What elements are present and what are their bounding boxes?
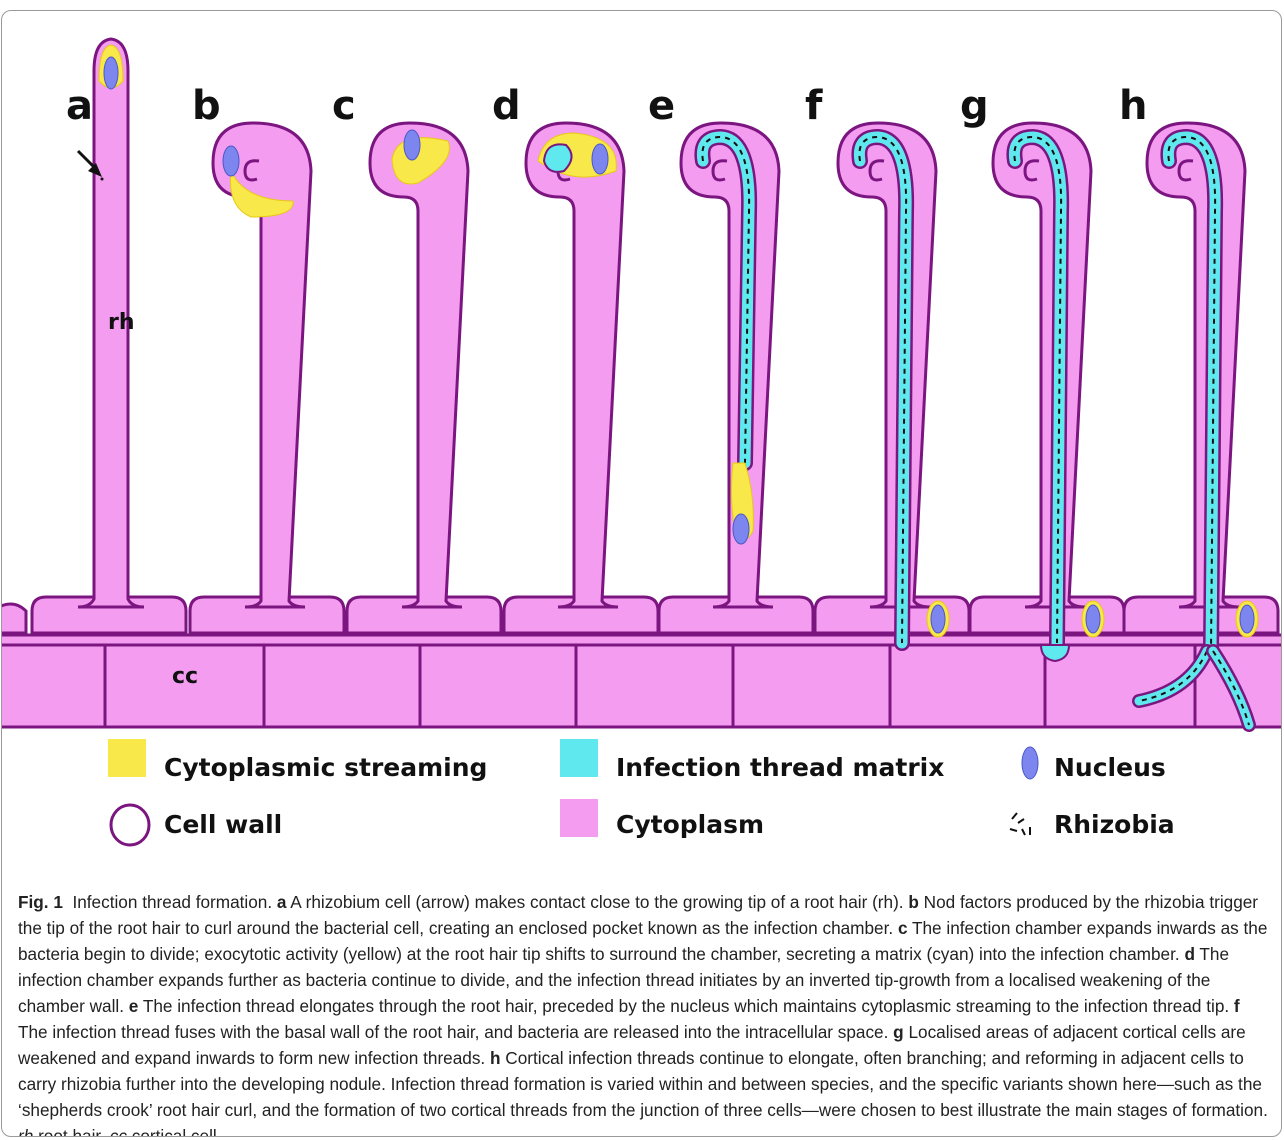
figure-caption: Fig. 1 Infection thread formation. a A r… — [18, 889, 1268, 1137]
rhizobia-icon — [1010, 813, 1030, 835]
cell-wall-icon — [111, 805, 149, 845]
legend-label-cyan: Infection thread matrix — [616, 753, 944, 782]
infection-thread-diagram: a b c d e f g h rh cc Cytoplasmic streaming Infe… — [2, 11, 1282, 881]
legend-swatch-pink — [560, 799, 598, 837]
legend-item-wall: Cell wall — [111, 805, 282, 845]
hair-outline — [370, 123, 468, 607]
caption-part-letter-c: c — [893, 918, 907, 938]
caption-abbrev-cc: cc — [110, 1126, 127, 1137]
epidermal-cell — [2, 604, 26, 633]
panel-letter-h: h — [1119, 83, 1147, 129]
caption-abbrev-rh: rh — [18, 1126, 33, 1137]
cortical-cell-label: cc — [172, 664, 198, 689]
legend-swatch-yellow — [108, 739, 146, 777]
hair-outline — [993, 123, 1091, 607]
hair-outline — [213, 123, 311, 607]
caption-part-letter-f: f — [1229, 996, 1240, 1016]
legend-item-rhizobia: Rhizobia — [1010, 810, 1175, 839]
root-hair-c — [370, 123, 468, 607]
caption-part-letter-d: d — [1180, 944, 1195, 964]
caption-fig-label: Fig. 1 — [18, 892, 63, 912]
panel-letter-f: f — [805, 83, 823, 129]
legend-item-yellow: Cytoplasmic streaming — [108, 739, 487, 782]
caption-part-text-f: The infection thread fuses with the basa… — [18, 1022, 888, 1042]
nucleus — [1086, 605, 1100, 633]
legend-label-yellow: Cytoplasmic streaming — [164, 753, 487, 782]
caption-part-letter-b: b — [904, 892, 919, 912]
legend-item-cyan: Infection thread matrix — [560, 739, 944, 782]
nucleus — [223, 146, 239, 176]
rhizobia-strokes — [1010, 813, 1030, 835]
nucleus — [592, 144, 608, 174]
caption-part-letter-g: g — [888, 1022, 903, 1042]
caption-part-text-a: A rhizobium cell (arrow) makes contact c… — [286, 892, 903, 912]
caption-part-letter-e: e — [124, 996, 138, 1016]
infection-chamber — [544, 144, 572, 172]
nucleus-a — [104, 57, 118, 89]
legend-item-nucleus: Nucleus — [1022, 747, 1166, 782]
root-hair-d — [526, 123, 624, 607]
panel-letter-g: g — [960, 83, 989, 129]
legend-label-nucleus: Nucleus — [1054, 753, 1166, 782]
nucleus — [404, 130, 420, 160]
caption-title: Infection thread formation. — [72, 892, 272, 912]
root-hair-g — [993, 123, 1104, 661]
panel-letter-c: c — [332, 83, 356, 129]
root-hair-e — [681, 123, 779, 607]
legend-label-pink: Cytoplasm — [616, 810, 764, 839]
nucleus-icon — [1022, 747, 1038, 779]
caption-part-letter-h: h — [485, 1048, 500, 1068]
hair-outline — [838, 123, 936, 607]
panel-letter-a: a — [66, 83, 93, 129]
nucleus — [931, 605, 945, 633]
root-hair-b — [213, 123, 311, 607]
caption-parts: a A rhizobium cell (arrow) makes contact… — [18, 892, 1268, 1120]
legend-item-pink: Cytoplasm — [560, 799, 764, 839]
legend-label-wall: Cell wall — [164, 810, 282, 839]
hair-outline — [526, 123, 624, 607]
hair-outline — [681, 123, 779, 607]
legend: Cytoplasmic streaming Infection thread ma… — [108, 739, 1175, 845]
hair-outline — [1147, 123, 1245, 607]
caption-abbrev-rh-def: root hair, — [38, 1126, 105, 1137]
root-hair-f — [838, 123, 949, 643]
legend-label-rhizobia: Rhizobia — [1054, 810, 1175, 839]
caption-part-text-e: The infection thread elongates through t… — [138, 996, 1229, 1016]
panel-letters: a b c d e f g h — [66, 83, 1147, 129]
panel-letter-e: e — [648, 83, 675, 129]
nucleus — [733, 514, 749, 544]
caption-abbrev-cc-def: cortical cell — [132, 1126, 217, 1137]
panel-letter-b: b — [192, 83, 221, 129]
nucleus — [1240, 605, 1254, 633]
root-hair-label: rh — [108, 310, 135, 335]
panel-letter-d: d — [492, 83, 521, 129]
legend-swatch-cyan — [560, 739, 598, 777]
